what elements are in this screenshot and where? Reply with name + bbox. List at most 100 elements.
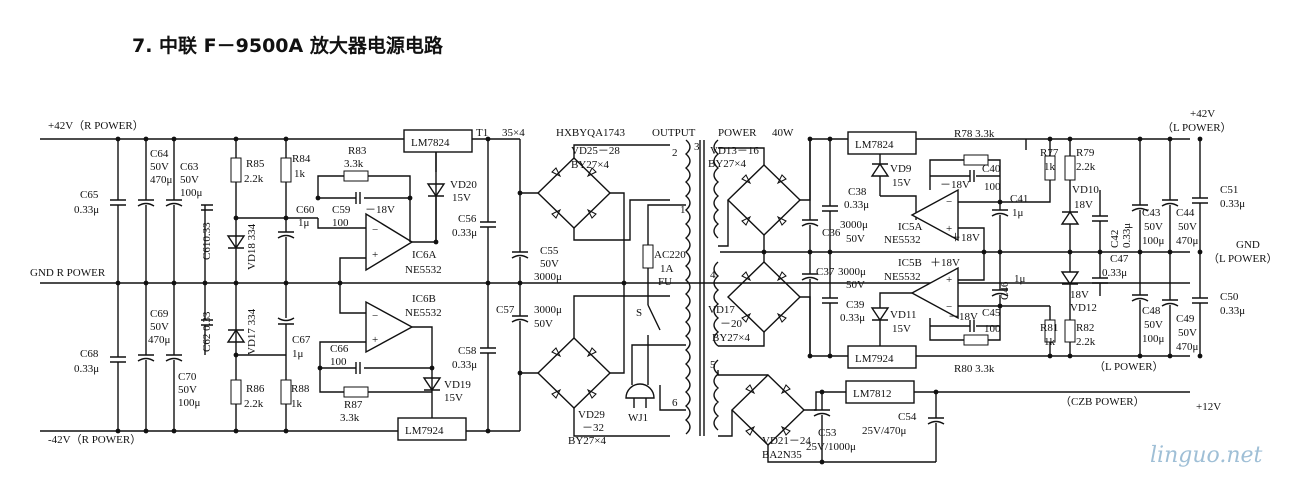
label-vd20-value: 15V — [452, 192, 471, 204]
label-c66: C66 — [330, 343, 349, 355]
capacitor-c64 — [137, 139, 155, 283]
watermark: linguo.net — [1150, 443, 1263, 468]
label-t1: T1 — [476, 127, 488, 139]
label-c36: C36 — [822, 227, 841, 239]
regulator-lm7812 — [845, 380, 915, 404]
label-c51-value: 0.33μ — [1220, 198, 1245, 210]
label-ic5a-type: NE5532 — [884, 234, 921, 246]
label-c37-v1: 3000μ — [838, 266, 866, 278]
label-bridge4b: －20 — [720, 318, 742, 330]
label-c68-value: 0.33μ — [74, 363, 99, 375]
regulator-lm7924-l — [847, 345, 917, 369]
label-vd17: VD17 334 — [246, 308, 258, 355]
label-c70-v1: 50V — [178, 384, 197, 396]
label-r81: R81 — [1040, 322, 1058, 334]
label-c56: C56 — [458, 213, 477, 225]
label-bridge2-type: BY27×4 — [568, 435, 606, 447]
label-c55: C55 — [540, 245, 559, 257]
capacitor-c51 — [1192, 139, 1208, 252]
capacitor-c54 — [927, 392, 945, 462]
capacitor-c47 — [1092, 252, 1108, 296]
label-c61: C610.33 — [201, 222, 213, 260]
resistor-r85 — [230, 157, 242, 183]
capacitor-c39 — [822, 252, 838, 356]
label-c40: C40 — [982, 163, 1001, 175]
label-plus18-b: ＋18V — [930, 257, 960, 269]
label-r87-value: 3.3k — [340, 412, 360, 424]
capacitor-c46 — [991, 252, 1009, 306]
label-ic6a-type: NE5532 — [405, 264, 442, 276]
capacitor-c60 — [277, 218, 295, 283]
label-c68: C68 — [80, 348, 99, 360]
rail-label-l-gnd2: （L POWER） — [1208, 252, 1278, 265]
capacitor-c63 — [165, 139, 183, 283]
capacitor-c70 — [165, 283, 183, 431]
label-r77: R77 — [1040, 147, 1059, 159]
label-r85: R85 — [246, 158, 265, 170]
label-r79: R79 — [1076, 147, 1095, 159]
label-c43-v1: 50V — [1144, 221, 1163, 233]
label-c63: C63 — [180, 161, 199, 173]
label-c51: C51 — [1220, 184, 1238, 196]
label-transformer-model: HXBYQA1743 — [556, 127, 626, 139]
label-c49: C49 — [1176, 313, 1195, 325]
zener-vd9 — [870, 154, 890, 196]
label-c38: C38 — [848, 186, 867, 198]
label-r77-value: 1k — [1044, 161, 1056, 173]
bridge-vd29-32 — [520, 295, 670, 437]
label-c43-v2: 100μ — [1142, 235, 1165, 247]
rail-label-l-pos: （L POWER） — [1162, 121, 1232, 134]
label-c54: C54 — [898, 411, 917, 423]
label-c69-v1: 50V — [150, 321, 169, 333]
label-vd11: VD11 — [890, 309, 916, 321]
label-c39-value: 0.33μ — [840, 312, 865, 324]
label-c59-value: 100 — [332, 217, 349, 229]
ic5b-plus: + — [946, 274, 952, 286]
label-c65: C65 — [80, 189, 99, 201]
label-c65-value: 0.33μ — [74, 204, 99, 216]
label-power: POWER — [718, 127, 757, 139]
rail-label-l-gnd: GND — [1236, 239, 1260, 251]
label-watts: 40W — [772, 127, 794, 139]
label-c66-value: 100 — [330, 356, 347, 368]
capacitor-c42 — [1092, 190, 1108, 252]
label-c38-value: 0.33μ — [844, 199, 869, 211]
label-bridge5-type: BA2N35 — [762, 449, 802, 461]
label-c39: C39 — [846, 299, 865, 311]
label-r88: R88 — [291, 383, 310, 395]
label-r79-value: 2.2k — [1076, 161, 1096, 173]
label-fuse-ref: FU — [658, 276, 672, 288]
label-c57-v2: 50V — [534, 318, 553, 330]
capacitor-c67 — [277, 283, 295, 330]
label-bridge2b: －32 — [582, 422, 604, 434]
ic6a-plus: + — [372, 249, 378, 261]
junction-dots — [115, 136, 1203, 465]
zener-vd19 — [422, 377, 442, 392]
resistor-r87 — [343, 386, 369, 398]
label-vd20: VD20 — [450, 179, 477, 191]
r-power-rails — [40, 138, 1190, 432]
label-c36-v1: 3000μ — [840, 219, 868, 231]
label-r84-value: 1k — [294, 168, 306, 180]
label-ic6b: IC6B — [412, 293, 436, 305]
label-c47: C47 — [1110, 253, 1129, 265]
label-c67-value: 1μ — [292, 348, 304, 360]
label-reg-l-7924: LM7924 — [855, 353, 894, 365]
label-reg-7812: LM7812 — [853, 388, 892, 400]
label-c58-value: 0.33μ — [452, 359, 477, 371]
label-c44: C44 — [1176, 207, 1195, 219]
label-r81-value: 1k — [1044, 336, 1056, 348]
capacitor-c58 — [480, 283, 496, 431]
capacitor-c56 — [480, 139, 496, 283]
switch-s — [647, 304, 661, 385]
label-bridge4-type: BY27×4 — [712, 332, 750, 344]
label-bridge2: VD29 — [578, 409, 605, 421]
label-c70-v2: 100μ — [178, 397, 201, 409]
capacitor-c50 — [1192, 252, 1208, 356]
resistor-r79 — [1064, 155, 1076, 181]
regulator-lm7824-l — [847, 131, 917, 155]
resistor-r83 — [343, 170, 369, 182]
capacitor-c49 — [1161, 252, 1179, 356]
label-r85-value: 2.2k — [244, 173, 264, 185]
capacitor-c66 — [355, 362, 361, 374]
